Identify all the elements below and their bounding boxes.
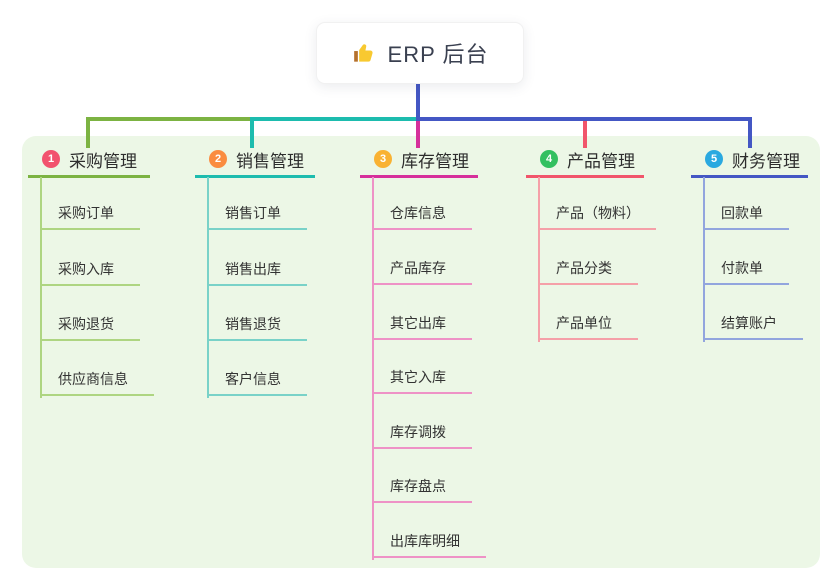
- branch-connector-line: [583, 121, 587, 148]
- items-connector-line: [703, 177, 705, 342]
- items-connector-line: [207, 177, 209, 398]
- branch-label: 销售管理: [236, 151, 304, 171]
- branch-connector-line: [748, 119, 752, 148]
- branch-underline: [691, 175, 808, 178]
- node-item[interactable]: 销售订单: [207, 202, 307, 230]
- node-item[interactable]: 出库库明细: [372, 530, 486, 558]
- branch-number-badge: 1: [42, 150, 60, 168]
- branch-number-badge: 5: [705, 150, 723, 168]
- root-connector-line: [416, 82, 420, 119]
- node-item[interactable]: 库存盘点: [372, 475, 472, 503]
- branch-header[interactable]: 1 采购管理: [42, 148, 137, 171]
- mindmap-panel: [22, 136, 820, 568]
- node-item[interactable]: 客户信息: [207, 368, 307, 396]
- branch-header[interactable]: 4 产品管理: [540, 148, 635, 171]
- branch-connector-line: [250, 119, 254, 148]
- node-item[interactable]: 销售出库: [207, 258, 307, 286]
- node-item[interactable]: 产品（物料）: [538, 202, 656, 230]
- branch-connector-line: [416, 121, 420, 148]
- branch-connector-line: [416, 117, 752, 121]
- thumbs-up-icon: [352, 40, 378, 66]
- node-item[interactable]: 其它入库: [372, 366, 472, 394]
- node-item[interactable]: 库存调拨: [372, 421, 472, 449]
- branch-label: 库存管理: [401, 151, 469, 171]
- branch-underline: [360, 175, 478, 178]
- node-item[interactable]: 产品分类: [538, 257, 638, 285]
- branch-label: 采购管理: [69, 151, 137, 171]
- branch-number-badge: 3: [374, 150, 392, 168]
- branch-underline: [28, 175, 150, 178]
- items-connector-line: [40, 177, 42, 398]
- branch-underline: [526, 175, 644, 178]
- items-connector-line: [538, 177, 540, 342]
- node-item[interactable]: 供应商信息: [40, 368, 154, 396]
- node-item[interactable]: 产品库存: [372, 257, 472, 285]
- branch-header[interactable]: 2 销售管理: [209, 148, 304, 171]
- node-item[interactable]: 采购退货: [40, 313, 140, 341]
- branch-label: 产品管理: [567, 151, 635, 171]
- node-item[interactable]: 销售退货: [207, 313, 307, 341]
- branch-underline: [195, 175, 315, 178]
- branch-connector-line: [250, 117, 420, 121]
- node-item[interactable]: 付款单: [703, 257, 789, 285]
- branch-label: 财务管理: [732, 151, 800, 171]
- node-item[interactable]: 其它出库: [372, 312, 472, 340]
- node-item[interactable]: 采购入库: [40, 258, 140, 286]
- node-item[interactable]: 结算账户: [703, 312, 803, 340]
- node-item[interactable]: 产品单位: [538, 312, 638, 340]
- branch-header[interactable]: 3 库存管理: [374, 148, 469, 171]
- items-connector-line: [372, 177, 374, 560]
- node-item[interactable]: 仓库信息: [372, 202, 472, 230]
- branch-number-badge: 2: [209, 150, 227, 168]
- branch-number-badge: 4: [540, 150, 558, 168]
- node-item[interactable]: 回款单: [703, 202, 789, 230]
- branch-connector-line: [86, 117, 254, 121]
- root-node-label: ERP 后台: [387, 42, 489, 67]
- branch-connector-line: [86, 119, 90, 148]
- node-item[interactable]: 采购订单: [40, 202, 140, 230]
- branch-header[interactable]: 5 财务管理: [705, 148, 800, 171]
- root-node[interactable]: ERP 后台: [316, 22, 524, 84]
